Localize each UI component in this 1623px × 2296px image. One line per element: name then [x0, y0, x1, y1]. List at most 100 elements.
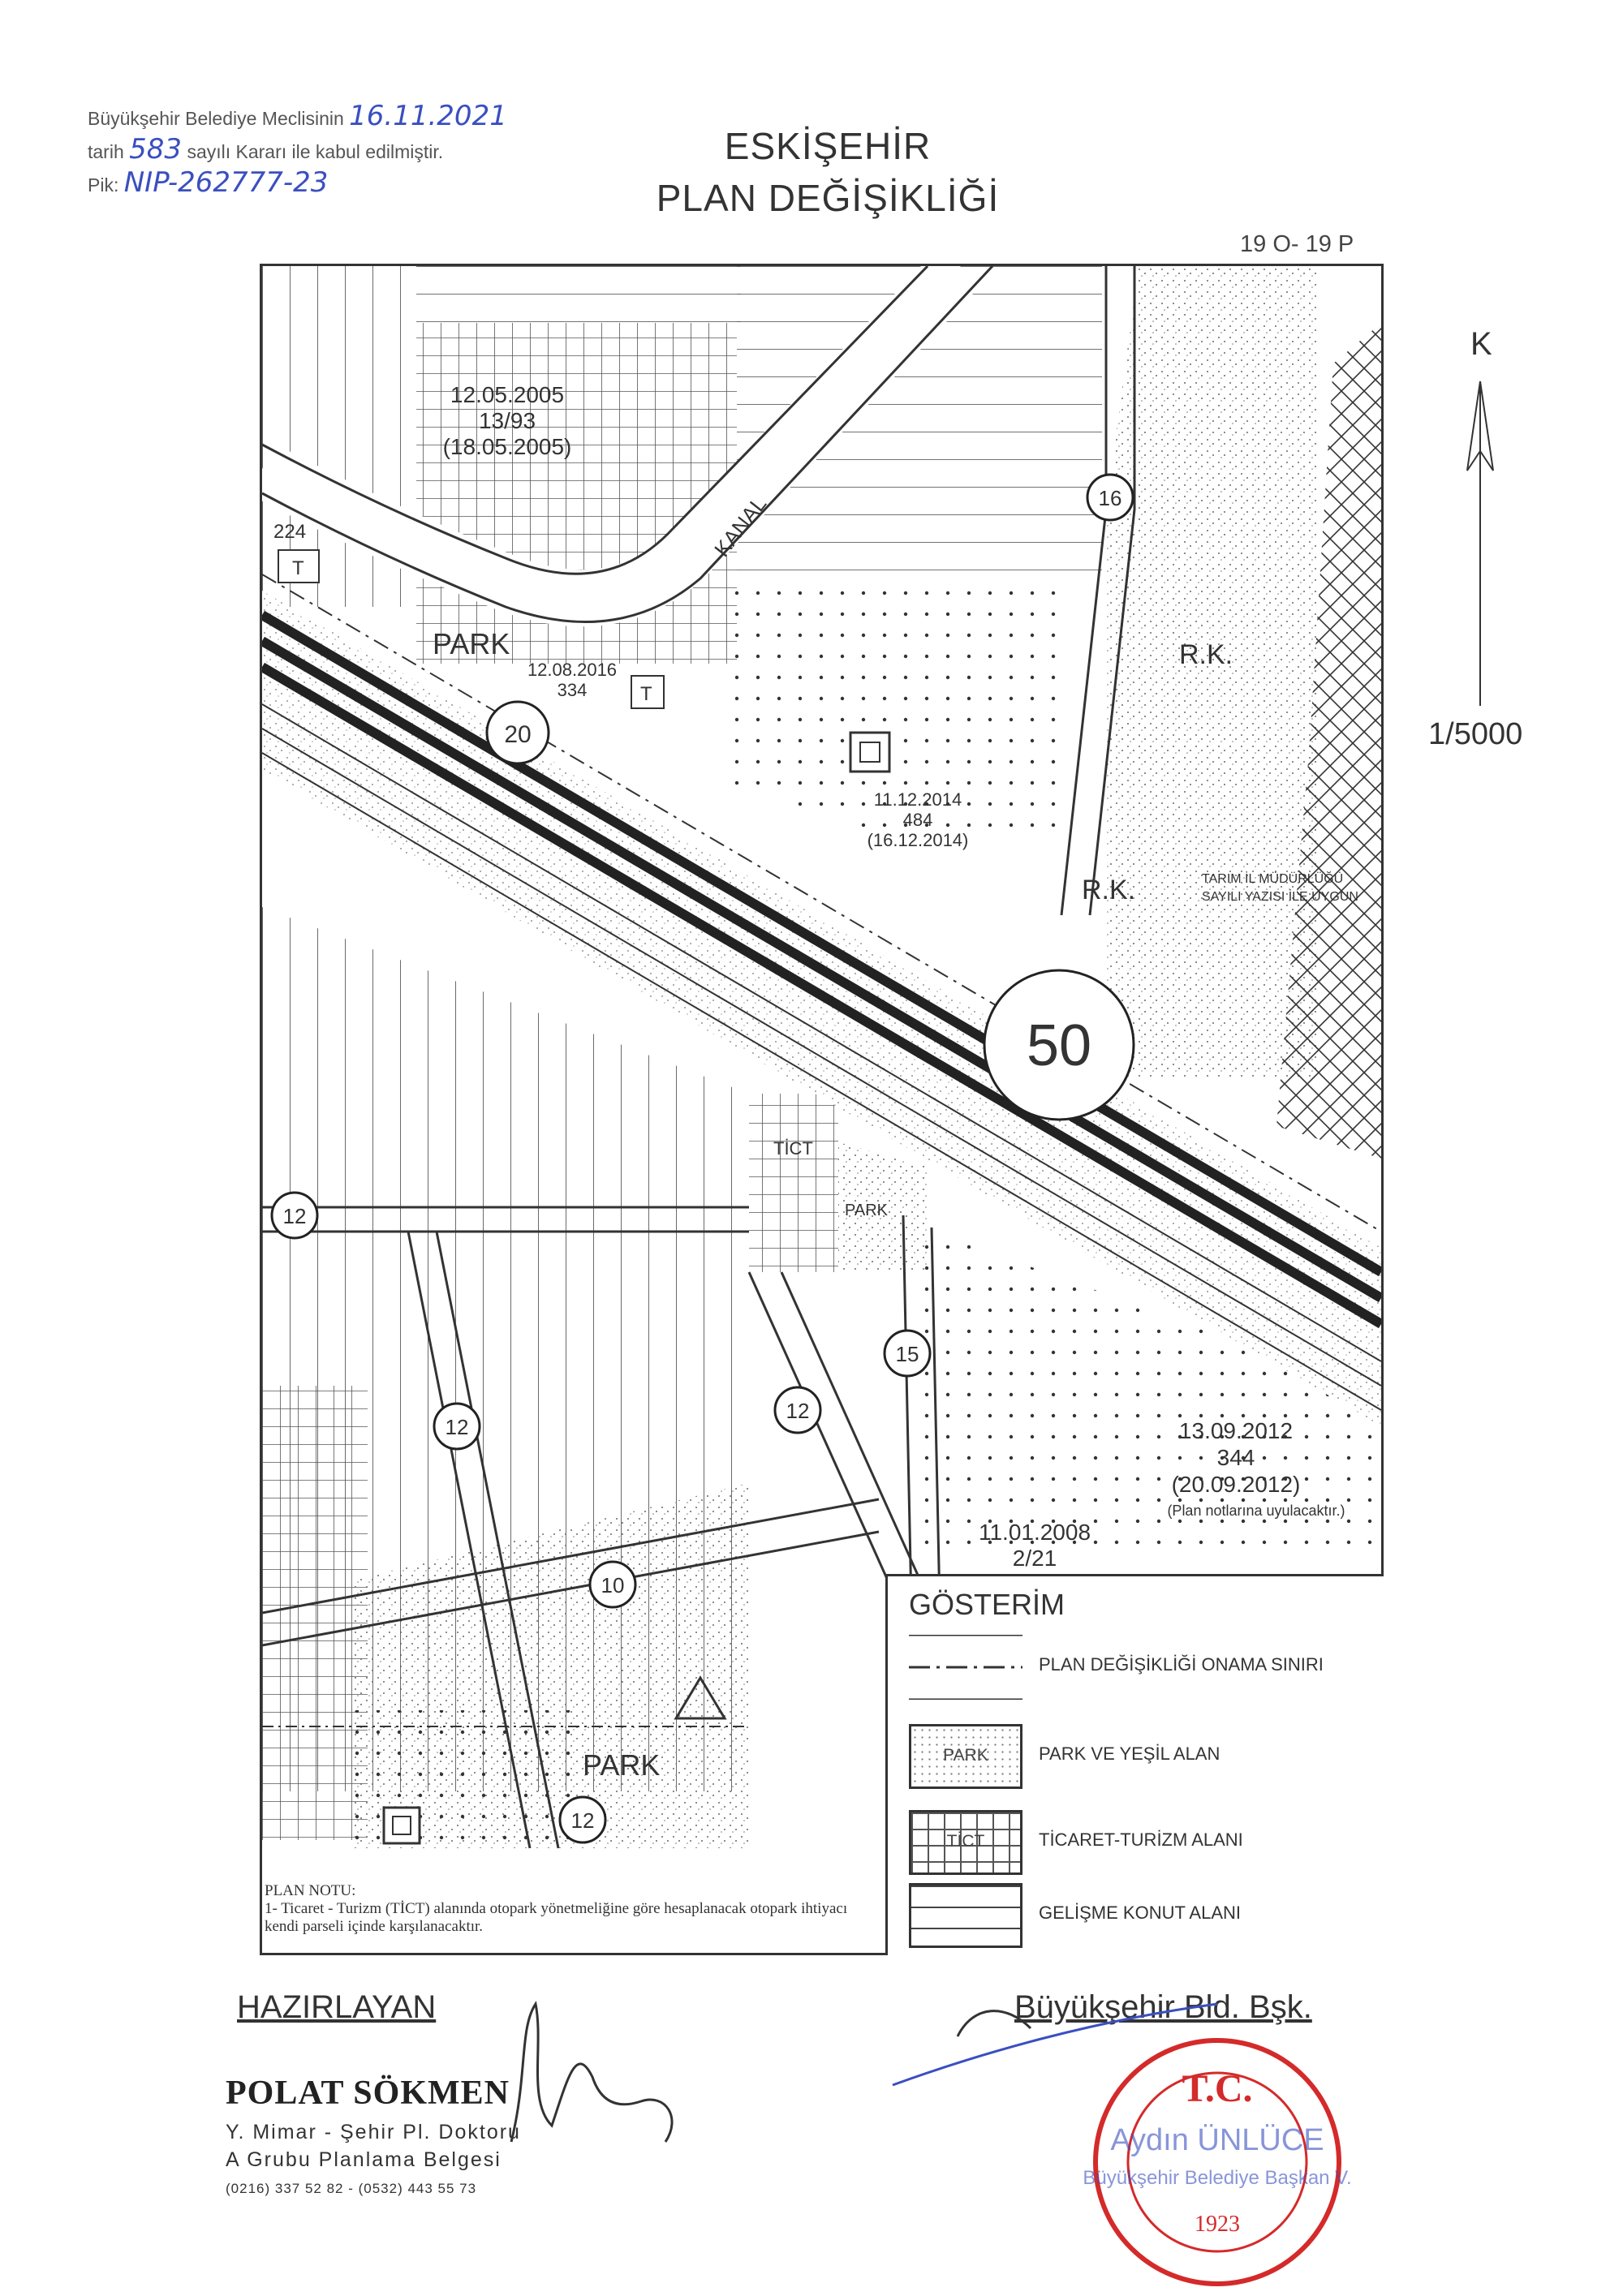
plan-note: PLAN NOTU: 1- Ticaret - Turizm (TİCT) al…	[265, 1882, 865, 1936]
preparer-group: A Grubu Planlama Belgesi	[226, 2148, 502, 2171]
highway-edge-1	[262, 703, 1381, 1362]
zone-dots-north	[733, 591, 1057, 834]
highway-line-2	[262, 636, 1381, 1303]
legend: GÖSTERİM PLAN DEĞİŞİKLİĞİ ONAMA SINIRI P…	[885, 1574, 1384, 1955]
zone-dots-south	[911, 1223, 1381, 1548]
canal-edge-2	[262, 266, 994, 623]
decision-1-no: 13/93	[479, 408, 536, 433]
mayor-heading: Büyükşehir Bld. Bşk.	[1014, 1989, 1312, 2025]
decision-number: 583	[129, 133, 183, 166]
decision-3-pub: (16.12.2014)	[867, 830, 969, 850]
label-plan-notlarina: (Plan notlarına uyulacaktır.)	[1167, 1503, 1345, 1519]
legend-swatch-tict-text: TİCT	[946, 1832, 985, 1851]
seal-year: 1923	[1195, 2212, 1240, 2237]
decision-5-no: 2/21	[1013, 1546, 1057, 1571]
legend-item-park: PARK PARK VE YEŞİL ALAN	[909, 1724, 1371, 1791]
north-arrow-icon	[1466, 381, 1494, 706]
label-rk-2: R.K.	[1082, 875, 1135, 905]
label-road-20: 20	[504, 721, 531, 748]
page-title: ESKİŞEHİR PLAN DEĞİŞİKLİĞİ	[617, 120, 1039, 224]
plot-sym-1-inner	[859, 742, 880, 763]
road-10-circle	[588, 1560, 637, 1609]
highway-edge-2	[262, 728, 1381, 1387]
label-road-15: 15	[896, 1342, 919, 1366]
preparer-signature-icon	[510, 2001, 674, 2143]
plan-note-text: 1- Ticaret - Turizm (TİCT) alanında otop…	[265, 1900, 848, 1935]
label-road-12a: 12	[283, 1204, 307, 1228]
road-12c-circle	[773, 1386, 822, 1434]
legend-swatch-tict: TİCT	[909, 1810, 1022, 1875]
zone-grid-sw	[262, 1386, 368, 1840]
plan-map: 50 20 16 15 12 12 12 12 10 KANAL PARK PA…	[260, 264, 1384, 1955]
plot-t-2	[631, 675, 665, 709]
preparer-name: POLAT SÖKMEN	[226, 2075, 510, 2112]
meeting-date: 16.11.2021	[349, 100, 507, 132]
mayor-signature-icon	[892, 2002, 1218, 2087]
zone-stripes-west	[262, 907, 749, 1223]
highway-speckle	[262, 591, 1381, 1426]
decision-2-no: 334	[558, 680, 588, 700]
legend-swatch-park: PARK	[909, 1724, 1022, 1789]
sheet-reference: 19 O- 19 P	[1240, 231, 1354, 257]
title-subject: PLAN DEĞİŞİKLİĞİ	[656, 177, 1000, 219]
municipality-seal-icon: T.C. 1923 Aydın ÜNLÜCE Büyükşehir Beledi…	[1083, 2038, 1352, 2286]
pik-code: NIP-262777-23	[123, 166, 329, 199]
legend-swatch-konut	[909, 1883, 1022, 1948]
label-road-50: 50	[1027, 1013, 1091, 1078]
road-12a-circle	[270, 1191, 319, 1240]
preparer-heading: HAZIRLAYAN	[237, 1989, 437, 2025]
zone-cross-east	[1276, 323, 1381, 1159]
decision-1-date: 12.05.2005	[450, 382, 564, 407]
label-tarim-1: TARIM İL MÜDÜRLÜĞÜ	[1202, 871, 1343, 886]
decision-4-date: 13.09.2012	[1179, 1418, 1293, 1443]
road-12-east	[747, 1271, 929, 1597]
road-15-b	[930, 1227, 941, 1606]
label-road-10: 10	[601, 1573, 625, 1597]
label-224: 224	[273, 521, 306, 543]
north-label: K	[1470, 326, 1492, 362]
label-tict: TİCT	[773, 1138, 813, 1159]
scale-label: 1/5000	[1428, 717, 1523, 751]
decision-4-no: 344	[1217, 1445, 1255, 1470]
boundary-line-icon	[909, 1633, 1022, 1701]
canal-edge-1	[262, 266, 929, 575]
plot-sym-1	[849, 731, 891, 773]
road-10	[262, 1498, 880, 1647]
canal-band	[262, 266, 981, 627]
road-20-circle	[485, 700, 550, 765]
decision-5-date: 11.01.2008	[979, 1520, 1091, 1545]
title-city: ESKİŞEHİR	[724, 125, 932, 167]
decision-2-date: 12.08.2016	[527, 660, 617, 680]
decision-3-no: 484	[903, 810, 933, 830]
seal-top-text: T.C.	[1182, 2067, 1252, 2110]
triangle-symbol	[674, 1675, 727, 1720]
stamp-line-3: Pik: NIP-262777-23	[88, 166, 329, 199]
legend-label-boundary: PLAN DEĞİŞİKLİĞİ ONAMA SINIRI	[1039, 1654, 1324, 1675]
approval-boundary	[262, 574, 1381, 1232]
signatory-title: Büyükşehir Belediye Başkan V.	[1083, 2167, 1351, 2189]
preparer-role: Y. Mimar - Şehir Pl. Doktoru	[226, 2121, 521, 2143]
plot-sym-2	[382, 1806, 421, 1845]
legend-title: GÖSTERİM	[909, 1588, 1065, 1621]
label-t-1: T	[292, 557, 304, 579]
stamp-line-1: Büyükşehir Belediye Meclisinin 16.11.202…	[88, 100, 507, 132]
road-15	[902, 1215, 913, 1606]
plan-note-title: PLAN NOTU:	[265, 1882, 356, 1899]
label-road-12d: 12	[571, 1808, 595, 1833]
legend-label-tict: TİCARET-TURİZM ALANI	[1039, 1829, 1243, 1850]
map-drawing: 50 20 16 15 12 12 12 12 10 KANAL PARK PA…	[262, 266, 1381, 1849]
legend-item-boundary: PLAN DEĞİŞİKLİĞİ ONAMA SINIRI	[909, 1633, 1371, 1701]
zone-park-small	[838, 1142, 928, 1272]
legend-label-park: PARK VE YEŞİL ALAN	[1039, 1743, 1220, 1764]
road-12-diag	[407, 1231, 560, 1849]
legend-item-konut: GELİŞME KONUT ALANI	[909, 1883, 1371, 1950]
legend-label-konut: GELİŞME KONUT ALANI	[1039, 1903, 1242, 1923]
decision-3-date: 11.12.2014	[874, 789, 962, 810]
signatory-name: Aydın ÜNLÜCE	[1110, 2123, 1324, 2157]
plot-t-1	[278, 549, 320, 583]
zone-rk-north	[1106, 266, 1317, 1077]
label-park-1: PARK	[433, 627, 510, 660]
highway-edge-3	[262, 752, 1381, 1411]
label-road-12c: 12	[786, 1399, 810, 1423]
highway-line-3	[262, 662, 1381, 1329]
